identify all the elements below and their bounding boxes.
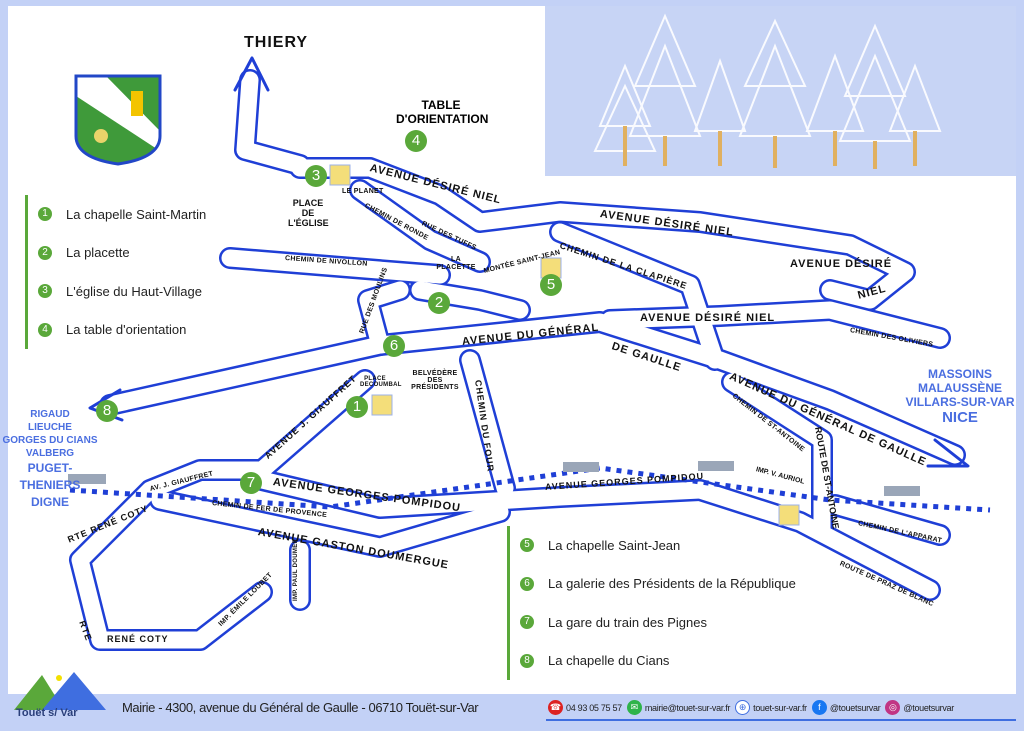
footer: Touët s/ Var Mairie - 4300, avenue du Gé… <box>0 672 1024 725</box>
website: touet-sur-var.fr <box>753 702 807 713</box>
marker-4[interactable]: 4 <box>405 130 427 152</box>
place-label: PLACE DECOUMBAL <box>360 376 402 388</box>
chapel-icon <box>329 164 800 526</box>
table-orientation-label: TABLE D'ORIENTATION <box>396 98 489 126</box>
legend-label: La galerie des Présidents de la Républiq… <box>548 576 796 592</box>
phone-icon: ☎ <box>548 700 563 715</box>
legend-label: La placette <box>66 245 130 261</box>
legend-item: 2 La placette <box>38 234 206 273</box>
legend-label: L'église du Haut-Village <box>66 283 202 299</box>
facebook-icon: f <box>811 700 827 715</box>
legend-label: La gare du train des Pignes <box>548 614 707 630</box>
legend-item: 3 L'église du Haut-Village <box>38 272 206 311</box>
place-label: LE PLANET <box>342 188 384 195</box>
instagram-link[interactable]: ◎@touetsurvar <box>885 700 954 715</box>
facebook-handle: @touetsurvar <box>829 702 881 713</box>
legend-number: 6 <box>520 576 534 591</box>
destination-thiery: THIERY <box>244 34 309 51</box>
marker-2[interactable]: 2 <box>428 292 450 314</box>
street-label: AVENUE DÉSIRÉ NIEL <box>640 312 776 324</box>
legend-item: 8 La chapelle du Cians <box>520 642 796 681</box>
destinations-east: MASSOINS MALAUSSÈNE VILLARS-SUR-VAR NICE <box>905 367 1015 426</box>
legend-item: 6 La galerie des Présidents de la Républi… <box>520 565 796 604</box>
street-label: IMP. PAUL DOUMER <box>293 538 299 601</box>
phone-contact[interactable]: ☎04 93 05 75 57 <box>548 700 622 715</box>
legend-top: 1 La chapelle Saint-Martin 2 La placette 3… <box>25 195 206 349</box>
legend-number: 7 <box>520 615 534 630</box>
legend-label: La table d'orientation <box>66 322 187 338</box>
destination: GORGES DU CIANS <box>2 435 98 446</box>
destination: MALAUSSÈNE <box>917 381 1002 395</box>
street-label: RENÉ COTY <box>107 634 169 644</box>
place-label: LA PLACETTE <box>436 256 476 271</box>
marker-5[interactable]: 5 <box>540 274 562 296</box>
legend-item: 7 La gare du train des Pignes <box>520 603 796 642</box>
legend-label: La chapelle Saint-Martin <box>66 206 207 222</box>
destination: VALBERG <box>25 448 75 459</box>
legend-bottom: 5 La chapelle Saint-Jean 6 La galerie des … <box>507 526 796 680</box>
legend-number: 8 <box>520 653 534 668</box>
destination: PUGET-THENIERS <box>19 461 81 492</box>
legend-item: 4 La table d'orientation <box>38 311 206 350</box>
marker-3[interactable]: 3 <box>305 165 327 187</box>
marker-1[interactable]: 1 <box>346 396 368 418</box>
address: Mairie - 4300, avenue du Général de Gaul… <box>122 700 479 715</box>
trees-illustration <box>593 13 942 169</box>
legend-label: La chapelle du Cians <box>548 653 670 669</box>
marker-7[interactable]: 7 <box>240 472 262 494</box>
facebook-link[interactable]: f@touetsurvar <box>811 700 881 715</box>
legend-label: La chapelle Saint-Jean <box>548 537 681 553</box>
table-orientation-text: TABLE D'ORIENTATION <box>396 98 489 126</box>
legend-number: 2 <box>38 245 52 260</box>
legend-item: 1 La chapelle Saint-Martin <box>38 195 206 234</box>
destination: DIGNE <box>30 495 69 509</box>
instagram-handle: @touetsurvar <box>903 702 954 713</box>
destination: MASSOINS <box>927 367 992 381</box>
divider <box>546 719 1016 721</box>
instagram-icon: ◎ <box>885 700 901 715</box>
destination: VILLARS-SUR-VAR <box>905 395 1015 409</box>
mail-icon: ✉ <box>626 700 642 715</box>
destination: RIGAUD <box>30 409 70 420</box>
destinations-west: RIGAUD LIEUCHE GORGES DU CIANS VALBERG P… <box>0 408 100 511</box>
globe-icon: ⊕ <box>735 700 751 715</box>
town-logo <box>14 672 106 710</box>
legend-number: 1 <box>38 207 52 222</box>
street-label: AVENUE DÉSIRÉ <box>790 258 893 270</box>
destination: NICE <box>942 409 978 426</box>
contact-bar: ☎04 93 05 75 57 ✉mairie@touet-sur-var.fr… <box>548 700 954 715</box>
logo-text: Touët s/ Var <box>16 707 78 719</box>
coat-of-arms <box>74 74 162 166</box>
web-link[interactable]: ⊕touet-sur-var.fr <box>735 700 807 715</box>
legend-number: 4 <box>38 322 52 337</box>
email-contact[interactable]: ✉mairie@touet-sur-var.fr <box>626 700 731 715</box>
phone: 04 93 05 75 57 <box>566 702 622 713</box>
legend-number: 3 <box>38 284 52 299</box>
legend-item: 5 La chapelle Saint-Jean <box>520 526 796 565</box>
place-label: BELVÉDÈRE DES PRÉSIDENTS <box>411 370 459 391</box>
forest-decoration <box>545 6 1016 176</box>
marker-8[interactable]: 8 <box>96 400 118 422</box>
email: mairie@touet-sur-var.fr <box>644 702 731 713</box>
legend-number: 5 <box>520 538 534 553</box>
marker-6[interactable]: 6 <box>383 335 405 357</box>
train-icon <box>68 461 920 496</box>
place-label: PLACE DE L'ÉGLISE <box>288 198 329 228</box>
destination: LIEUCHE <box>28 422 72 433</box>
